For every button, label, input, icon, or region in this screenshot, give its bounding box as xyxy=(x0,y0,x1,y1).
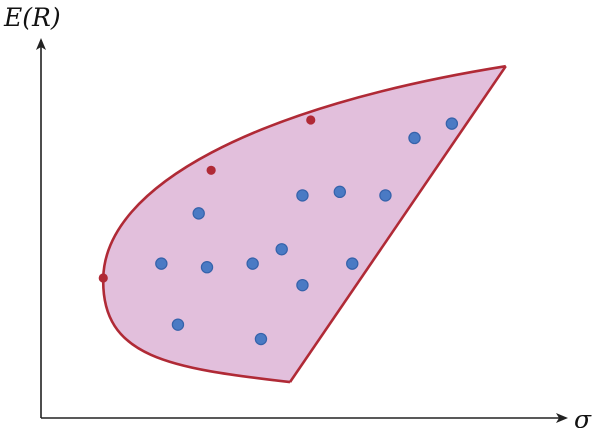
asset-point xyxy=(296,278,309,292)
asset-point xyxy=(254,332,268,346)
asset-point xyxy=(333,185,346,199)
frontier-point xyxy=(206,165,216,175)
asset-point xyxy=(379,189,392,202)
asset-points xyxy=(155,117,459,346)
asset-point xyxy=(246,257,259,270)
feasible-region xyxy=(103,66,506,383)
efficient-frontier-curve xyxy=(101,64,507,384)
frontier-point xyxy=(306,115,316,125)
frontier-point xyxy=(98,273,108,283)
y-axis-label: E(R) xyxy=(3,3,61,32)
asset-point xyxy=(296,189,309,202)
asset-point xyxy=(275,243,288,256)
asset-point xyxy=(445,117,459,130)
asset-point xyxy=(192,207,205,220)
asset-point xyxy=(155,257,168,270)
asset-point xyxy=(171,318,185,331)
asset-point xyxy=(408,131,421,145)
frontier-markers xyxy=(98,115,316,283)
x-axis-label: σ xyxy=(574,405,592,428)
feasible-region-edge xyxy=(288,65,507,383)
asset-point xyxy=(200,261,214,274)
asset-point xyxy=(346,257,359,270)
